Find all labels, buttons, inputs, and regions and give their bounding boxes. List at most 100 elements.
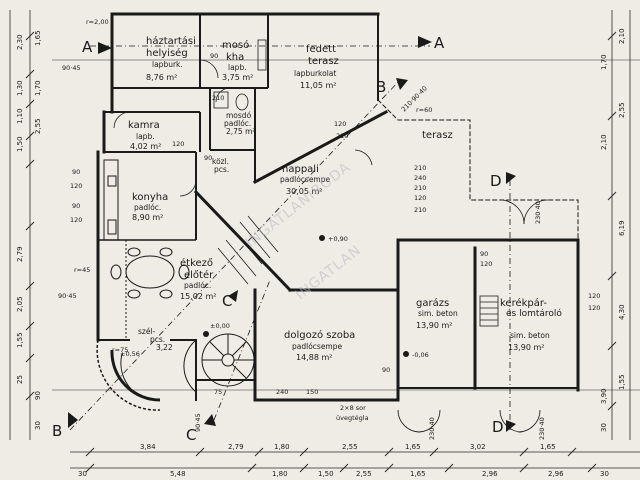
opening-label: 240 [276,388,288,396]
room-garazs: garázs sim. beton 13,90 m² [416,297,458,330]
dim-label: 90 [34,391,42,400]
dim-label: 1,70 [34,80,42,96]
dim-label: 2,96 [482,470,498,478]
dim-label: 2,55 [342,443,358,451]
room-kerekpartarolo: kerékpár- és lomtároló sim. beton 13,90 … [500,297,562,352]
room-name: étkező [180,257,213,269]
room-mosokonyha: mosó kha lapb. 3,75 m² [222,39,253,82]
dimension-lines [9,10,640,469]
section-markers [68,36,516,432]
room-mosdo: mosdó padlóc. 2,75 m² [224,111,255,136]
dim-label: 1,10 [16,108,24,124]
exterior-walls [96,12,580,402]
section-arrow-icon [98,42,112,54]
dim-label: 1,65 [540,443,556,451]
room-area: 11,05 m² [300,81,336,90]
section-arrow-icon [506,172,516,184]
bathroom-fixtures [213,39,267,111]
entrance-bay [96,339,197,411]
spiral-staircase [201,333,255,387]
room-dolgozo-szoba: dolgozó szoba padlócsempe 14,88 m² [284,329,355,362]
opening-label: 230·40 [538,417,546,440]
dim-label: 1,70 [600,54,608,70]
opening-label: 210 [336,132,348,140]
opening-label: 230·40 [428,417,436,440]
level-marker-icon [319,235,325,241]
section-label-c: C [222,292,232,310]
room-floor: lapburk. [152,60,183,69]
section-arrow-icon [396,78,408,90]
room-name: kerékpár- [500,297,547,309]
dim-label: 1,50 [16,136,24,152]
level-marker-icon [203,331,209,337]
dim-label: 30 [600,423,608,432]
dim-label: 30 [600,470,609,478]
room-name: terasz [422,130,453,141]
room-floor: sim. beton [510,331,550,340]
dim-label: 2,55 [618,102,626,118]
kitchen-counter [103,159,119,241]
room-name: helyiség [146,47,188,59]
dim-label: 1,65 [34,30,42,46]
room-name: fedett [306,44,336,55]
dim-label: 3,90 [600,388,608,404]
room-name: mosó [222,39,249,51]
room-area: 3,22 [156,343,173,352]
opening-label: 120 [70,216,82,224]
opening-label: 90 [204,154,212,162]
room-floor: pcs. [214,165,229,174]
room-floor: pcs. [150,335,165,344]
section-arrow-icon [506,420,516,432]
level-markers: -0,06 +0,90 ±0,00 ±0,56 [120,235,429,359]
dim-label: 4,30 [618,304,626,320]
dim-label: 2,55 [356,470,372,478]
opening-label: 90 [480,250,488,258]
opening-label: 90·45 [194,413,202,432]
section-label-c: C [186,426,196,444]
section-label-b: B [52,422,62,440]
dim-label: 25 [16,375,24,384]
room-area: 13,90 m² [508,343,544,352]
stairs-diagonal [217,215,279,285]
opening-label: 210 [212,94,224,102]
section-arrow-icon [228,290,238,302]
dim-label: 2,30 [16,34,24,50]
room-etkezo: étkező előtér padlóc. 15,02 m² [180,257,216,301]
opening-label: 230·40 [534,201,542,224]
opening-label: 150 [306,388,318,396]
room-floor: padlócsempe [292,342,343,351]
dim-label: 2,96 [548,470,564,478]
opening-label: 120 [70,182,82,190]
section-letters: A A B B C C D D [52,34,504,444]
dim-label: 30 [34,421,42,430]
room-name: mosdó [226,111,252,120]
section-arrow-icon [204,414,216,426]
room-floor: padlóc. [134,203,161,212]
opening-label: 120 [334,120,346,128]
dim-label: 1,80 [272,470,288,478]
section-lines [69,45,511,431]
room-area: 2,75 m² [226,127,255,136]
opening-dimensions: 90 210 120 90 90 120 90 120 90·45 120 21… [58,52,600,440]
dim-label: 1,65 [410,470,426,478]
room-area: 4,02 m² [130,142,161,151]
opening-label: 210 [414,164,426,172]
section-label-d: D [490,172,502,190]
room-area: 30,05 m² [286,187,322,196]
note-text: r=2,00 [86,18,109,26]
room-floor: padlóc. [224,119,251,128]
opening-label: 120 [588,292,600,300]
level-label: ±0,56 [120,350,140,358]
room-area: 8,90 m² [132,213,163,222]
dim-label: 1,65 [405,443,421,451]
level-label: ±0,00 [210,322,230,330]
room-name: dolgozó szoba [284,329,355,341]
right-dimension-labels: 2,10 2,55 6,19 4,30 1,55 1,70 2,10 3,90 … [600,28,626,432]
dim-label: 3,02 [470,443,486,451]
opening-label: 120 [172,140,184,148]
note-text: r=75 [112,346,128,354]
room-name: szél- [138,327,156,336]
room-name: kamra [128,120,160,131]
room-kozlekedo: közl. pcs. [212,157,229,174]
level-label: +0,90 [328,235,348,243]
